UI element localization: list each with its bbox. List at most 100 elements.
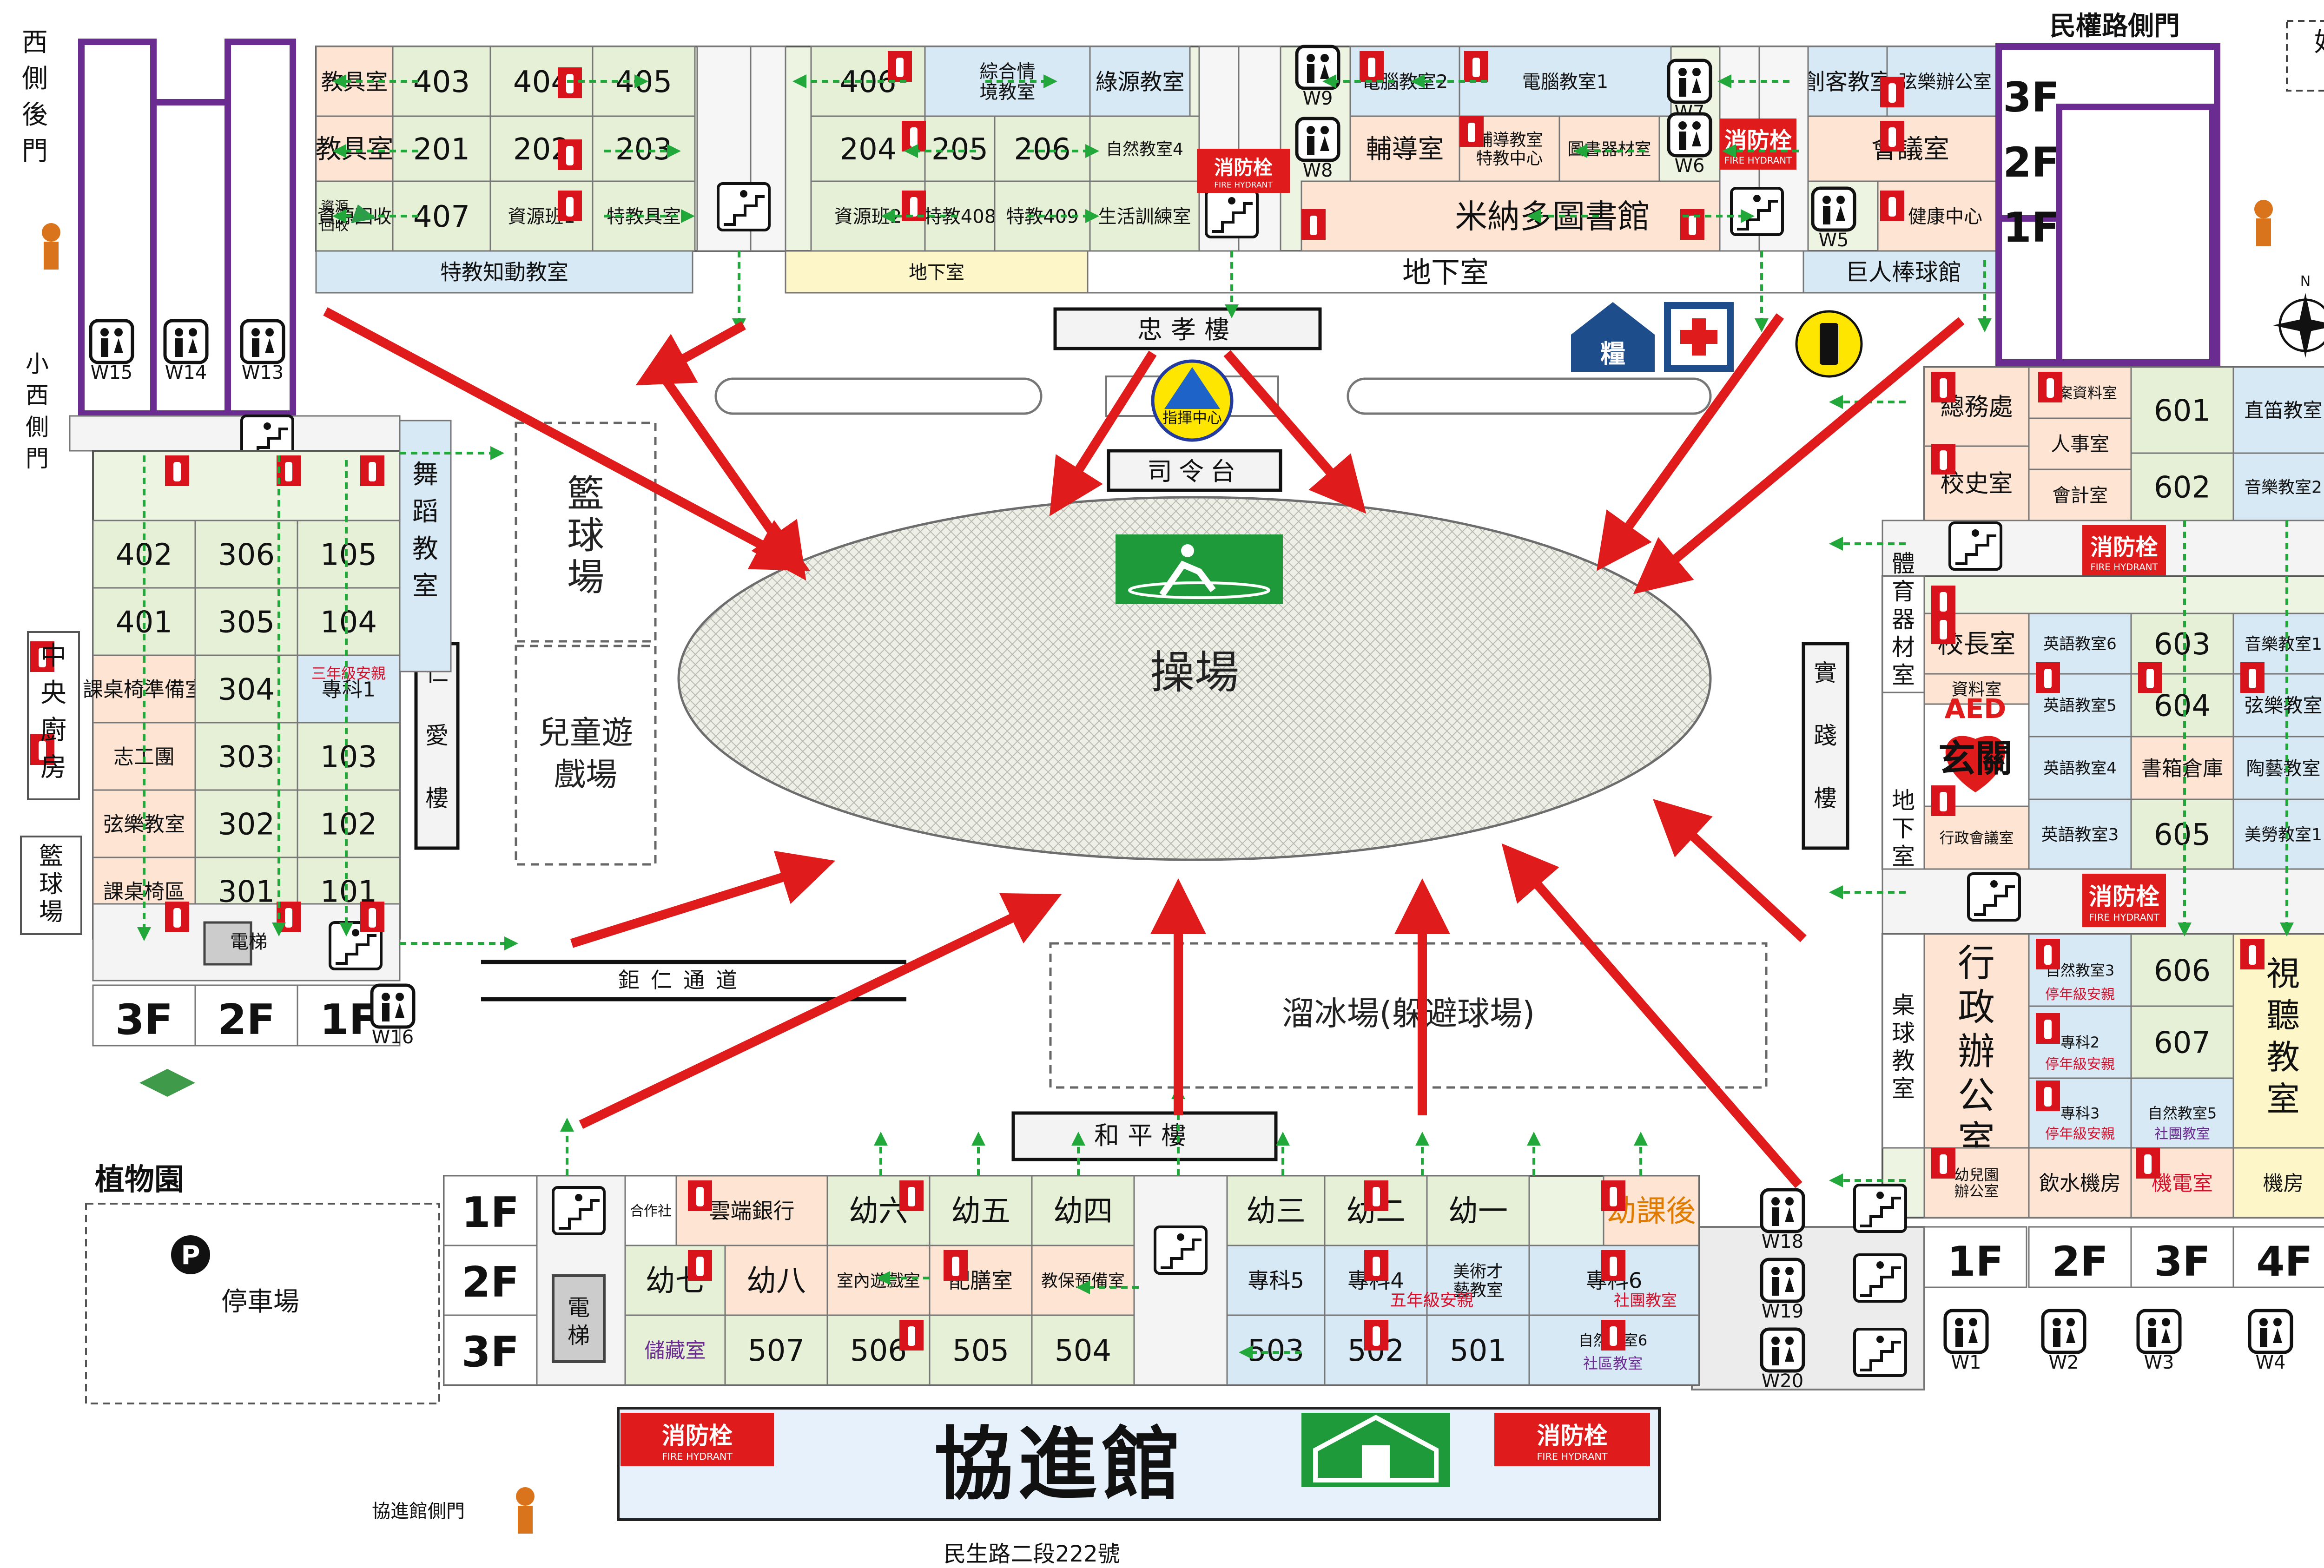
person-body xyxy=(518,1506,533,1534)
room xyxy=(1923,805,2030,870)
room-label: 圖書器材室 xyxy=(1567,140,1651,159)
room-label: 英語教室4 xyxy=(2043,759,2117,778)
elevator xyxy=(203,921,252,966)
toilet-head xyxy=(175,328,183,336)
stairs-steps xyxy=(1860,1266,1901,1297)
extinguisher-body xyxy=(1610,1187,1617,1206)
basketball-label-3: 場 xyxy=(567,556,604,599)
renai-label-3: 樓 xyxy=(425,785,449,812)
small-west-gate-label: 門 xyxy=(26,445,49,472)
toilet-head xyxy=(251,328,260,336)
room-label: 機電室 xyxy=(2152,1172,2213,1195)
person-icon xyxy=(2254,200,2273,246)
compass-icon xyxy=(2273,293,2324,358)
room-label: 302 xyxy=(218,808,275,842)
room-sublabel: 停年級安親 xyxy=(2045,1126,2115,1142)
toilet-label: W1 xyxy=(1951,1352,1981,1373)
room xyxy=(1089,46,1191,117)
room-label: 校史室 xyxy=(1940,470,2013,498)
room-label: 書箱倉庫 xyxy=(2141,757,2223,780)
stairs-icon xyxy=(1205,189,1259,238)
xiejin-gate-label: 協進館側門 xyxy=(372,1501,465,1522)
floor-label: 3F xyxy=(2003,73,2059,121)
room-label: 幼六 xyxy=(849,1194,908,1229)
toilet-frame xyxy=(89,319,134,364)
room-label: 資源班2 xyxy=(834,206,902,227)
evac-arrow xyxy=(1633,317,1965,594)
toilet-frame xyxy=(1295,117,1340,162)
fire-extinguisher-icon xyxy=(2036,1013,2060,1044)
room xyxy=(2130,452,2234,521)
toilet-label: W19 xyxy=(1762,1301,1803,1322)
room-label: 雲端銀行 xyxy=(709,1199,795,1224)
floor-label: 2F xyxy=(218,995,275,1044)
room xyxy=(1923,673,2030,705)
small-west-gate-label: 側 xyxy=(26,414,49,441)
room xyxy=(194,722,298,791)
evac-arrow xyxy=(1501,843,1802,1188)
room xyxy=(724,1245,828,1316)
compass-needle xyxy=(2273,318,2324,332)
xiejin-banner xyxy=(617,1407,1661,1521)
room xyxy=(1882,692,1925,870)
fire-extinguisher-icon xyxy=(558,139,582,170)
stairs-icon xyxy=(1967,872,2021,922)
room xyxy=(2130,1005,2234,1079)
toilet-head xyxy=(1320,126,1329,134)
room-label: 306 xyxy=(218,538,275,573)
floor-cell xyxy=(92,984,196,1047)
extinguisher-body xyxy=(369,908,376,928)
fire-extinguisher-icon xyxy=(1880,191,1904,221)
room-label: 教具室 xyxy=(316,134,394,165)
extinguisher-body xyxy=(696,1257,704,1276)
toilet-head xyxy=(382,993,390,1001)
toilet-body xyxy=(175,338,183,357)
dance-room-label: 舞 xyxy=(412,460,438,490)
small-west-gate-label: 西 xyxy=(26,382,49,409)
stairs-icon xyxy=(1853,1184,1907,1233)
room-sublabel: 停年級安親 xyxy=(2045,987,2115,1003)
toilet-label: W2 xyxy=(2049,1352,2079,1373)
parking-icon-label: P xyxy=(181,1240,200,1271)
floor-cell xyxy=(1923,1226,2027,1288)
room xyxy=(2130,933,2234,1007)
room xyxy=(929,1175,1033,1246)
room-sublabel: 三年級安親 xyxy=(311,665,386,682)
room xyxy=(1807,46,1888,117)
toilet-body xyxy=(114,338,123,353)
basement-label: 下 xyxy=(1892,815,1915,842)
east-stair-tower xyxy=(1995,215,2062,366)
room-label: 自然教室4 xyxy=(1106,140,1183,159)
person-body xyxy=(2256,218,2271,246)
hydrant-bg xyxy=(2082,525,2166,576)
room xyxy=(297,654,401,724)
stairs-steps xyxy=(1212,202,1253,233)
extinguisher-body xyxy=(1940,592,1947,612)
floor-label: 3F xyxy=(2154,1238,2210,1285)
toilet-frame xyxy=(1667,112,1712,158)
room-label: 巨人棒球館 xyxy=(1845,259,1961,286)
toilet-head xyxy=(1785,1337,1794,1345)
table-tennis-label: 教 xyxy=(1892,1048,1915,1074)
small-court-label: 球 xyxy=(39,870,63,898)
toilet-head xyxy=(1320,54,1329,62)
toilet-head xyxy=(1771,1337,1780,1345)
room xyxy=(2130,798,2234,870)
haowangjiao-box xyxy=(2286,20,2324,92)
room-label: 地下室 xyxy=(1402,255,1489,289)
floor-label: 1F xyxy=(320,995,377,1044)
extinguisher-body xyxy=(1888,127,1896,147)
dance-room-label: 蹈 xyxy=(412,497,438,527)
room-label: 行政會議室 xyxy=(1939,829,2014,847)
toilet-body xyxy=(1836,206,1845,221)
podium-label: 司令台 xyxy=(1147,457,1242,486)
small-court-label: 場 xyxy=(39,898,63,926)
floor-cell xyxy=(2028,1226,2132,1288)
extinguisher-body xyxy=(1472,58,1480,77)
aed-label: AED xyxy=(1945,693,2007,725)
toilet-frame xyxy=(1667,59,1712,104)
toilet-head xyxy=(265,328,274,336)
room-label: 604 xyxy=(2154,689,2211,724)
